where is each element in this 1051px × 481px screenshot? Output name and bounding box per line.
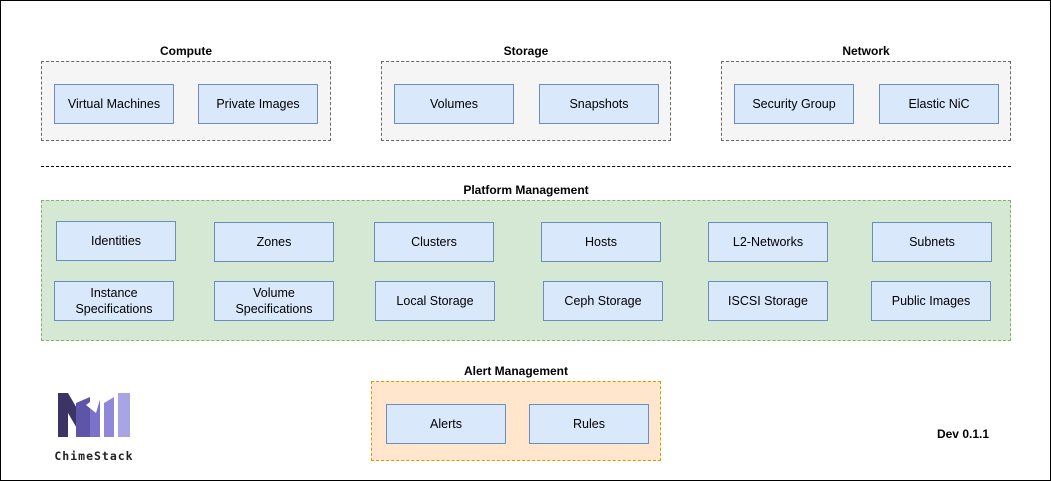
clusters-box[interactable]: Clusters [374, 222, 494, 262]
elastic-nic-box[interactable]: Elastic NiC [879, 84, 999, 124]
brand-name: ChimeStack [54, 449, 134, 463]
volumes-box[interactable]: Volumes [394, 84, 514, 124]
chimestack-logo-icon [58, 393, 130, 437]
rules-box[interactable]: Rules [529, 404, 649, 444]
platform-title: Platform Management [463, 183, 589, 197]
iscsi-storage-box[interactable]: ISCSI Storage [708, 281, 828, 321]
subnets-box[interactable]: Subnets [872, 222, 992, 262]
compute-title: Compute [160, 44, 212, 58]
zones-box[interactable]: Zones [214, 222, 334, 262]
volume-specifications-box[interactable]: Volume Specifications [214, 281, 334, 321]
network-title: Network [842, 44, 890, 58]
l2-networks-box[interactable]: L2-Networks [708, 222, 828, 262]
snapshots-box[interactable]: Snapshots [539, 84, 659, 124]
identities-box[interactable]: Identities [56, 221, 176, 261]
platform-group [41, 200, 1011, 341]
alert-title: Alert Management [463, 364, 569, 378]
hosts-box[interactable]: Hosts [541, 222, 661, 262]
local-storage-box[interactable]: Local Storage [375, 281, 495, 321]
security-group-box[interactable]: Security Group [734, 84, 854, 124]
virtual-machines-box[interactable]: Virtual Machines [54, 84, 174, 124]
ceph-storage-box[interactable]: Ceph Storage [543, 281, 663, 321]
storage-title: Storage [503, 44, 549, 58]
public-images-box[interactable]: Public Images [871, 281, 991, 321]
version-label: Dev 0.1.1 [936, 427, 990, 441]
section-divider [41, 166, 1011, 167]
private-images-box[interactable]: Private Images [198, 84, 318, 124]
instance-specifications-box[interactable]: Instance Specifications [54, 281, 174, 321]
alerts-box[interactable]: Alerts [386, 404, 506, 444]
